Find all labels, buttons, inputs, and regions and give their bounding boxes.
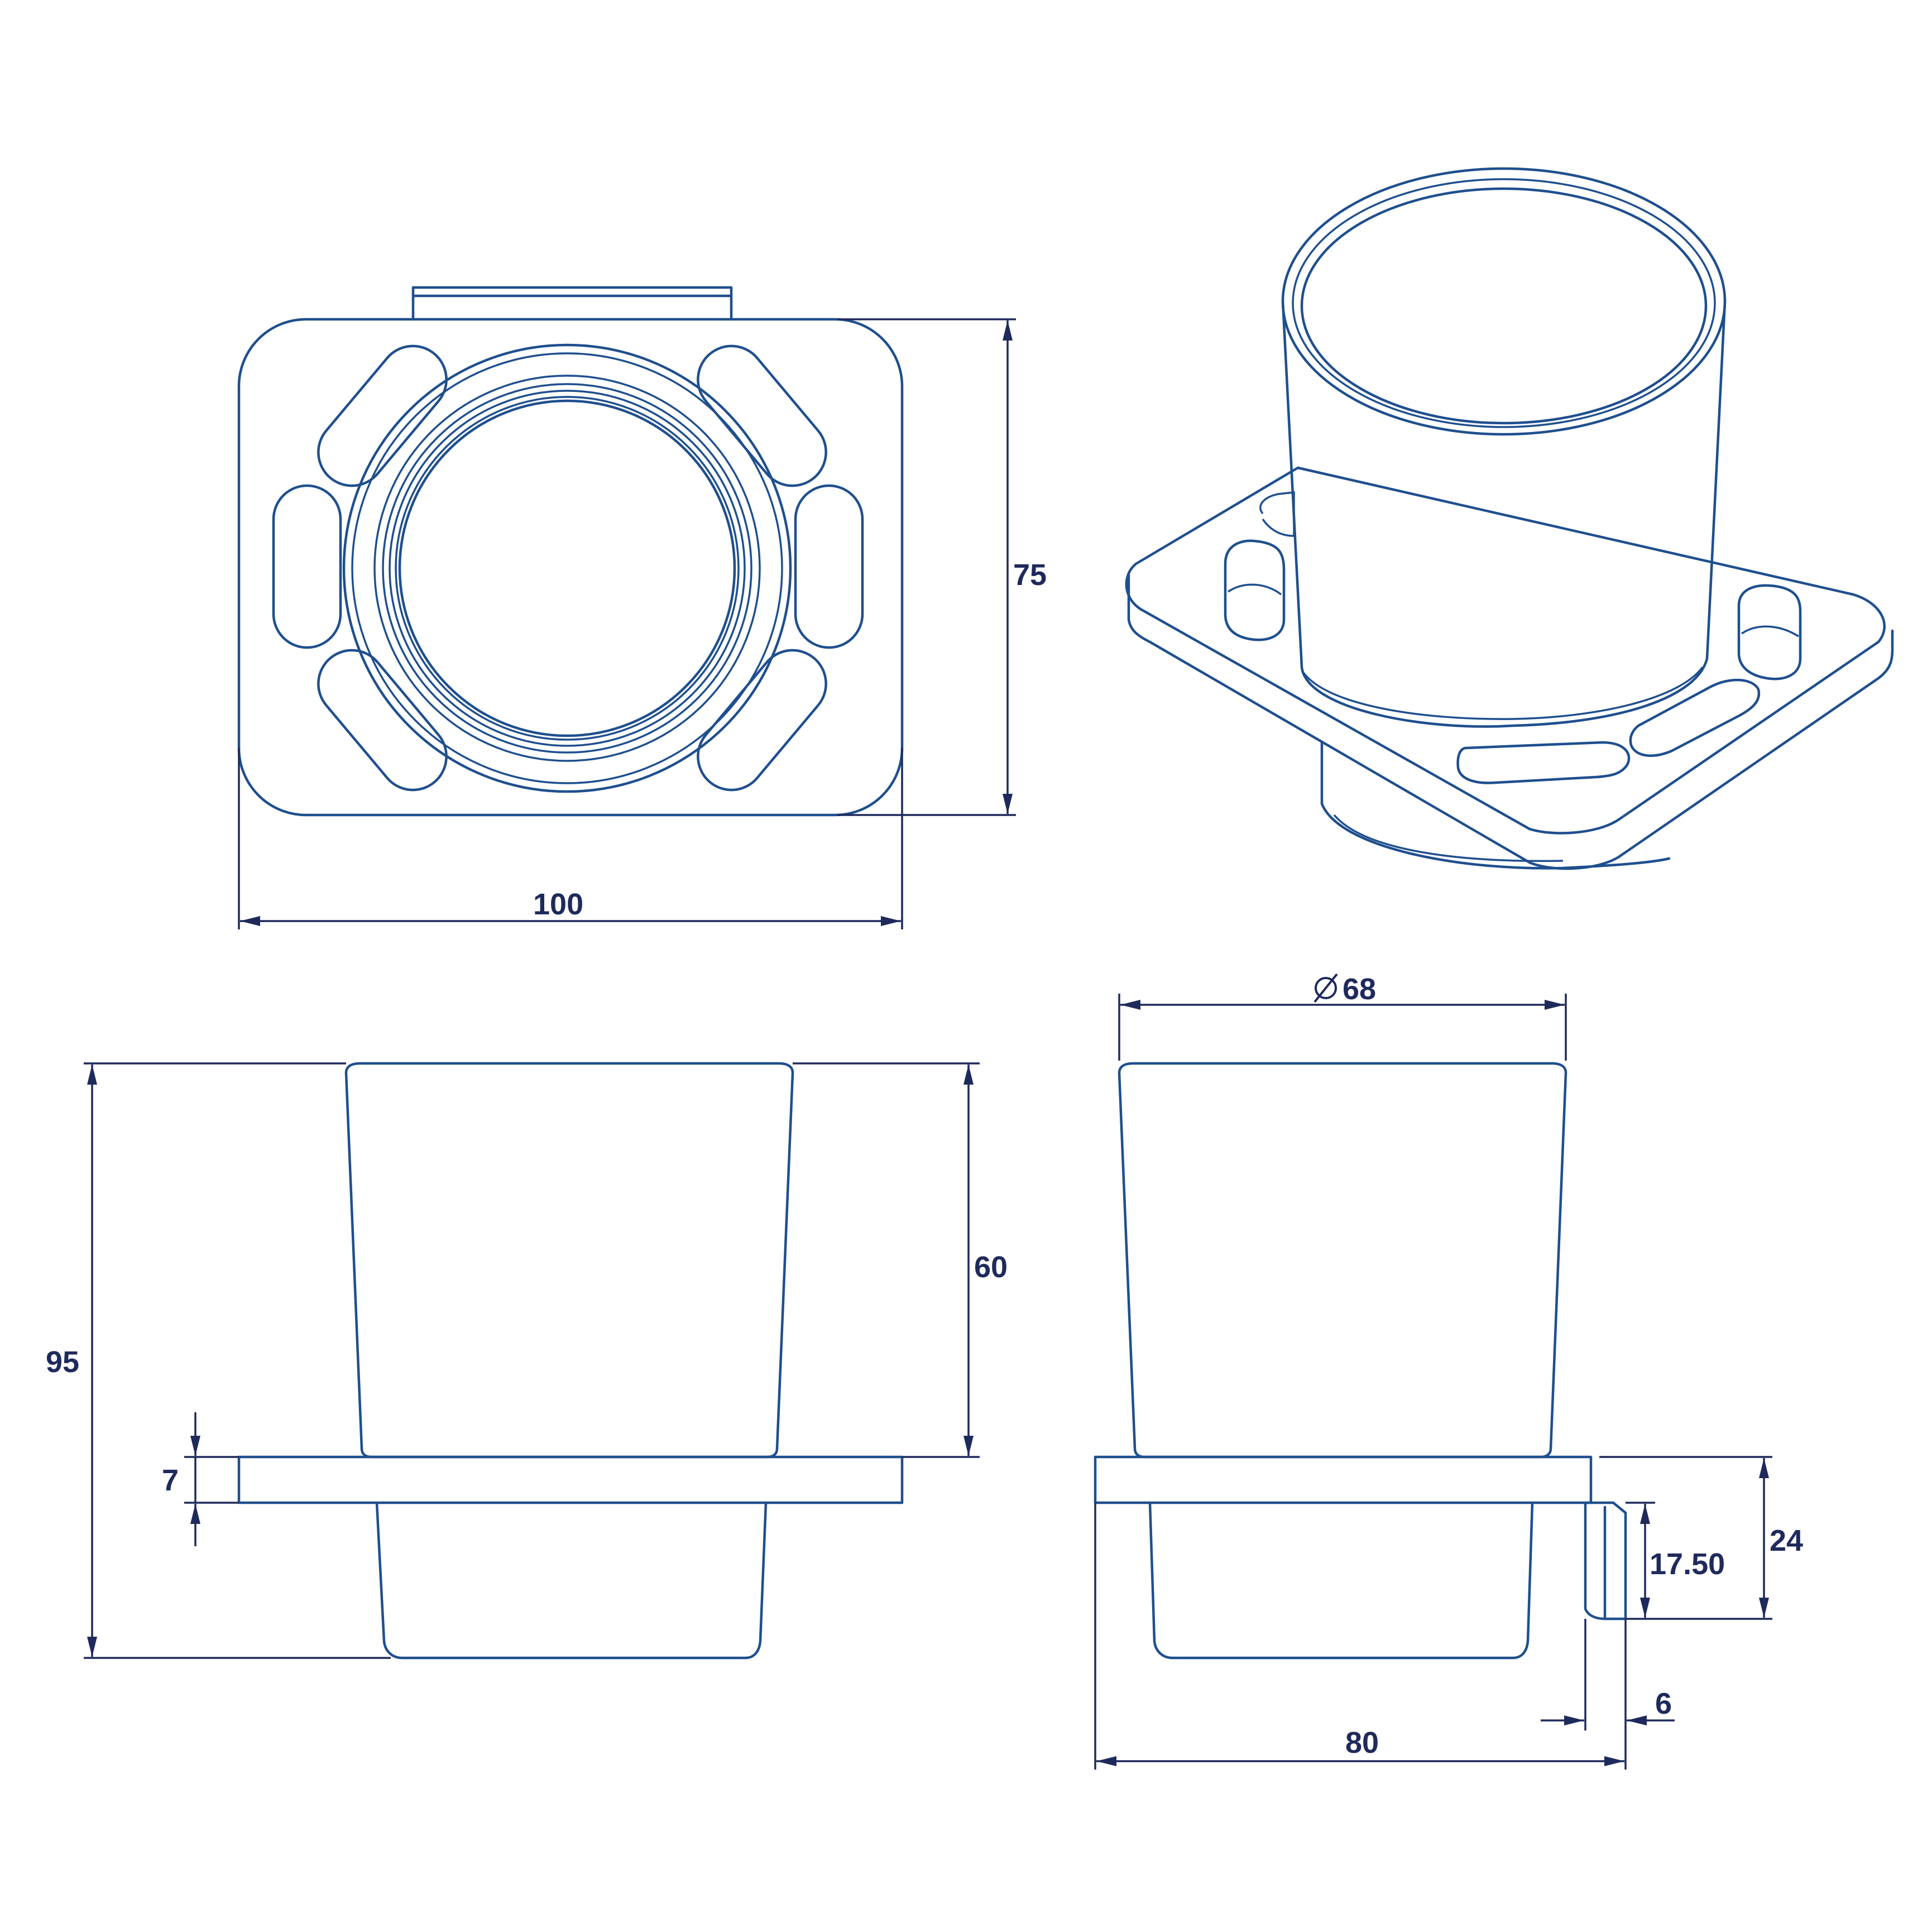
iso-cup-rim-inner [1300, 187, 1708, 425]
dim-75: 75 [837, 318, 1047, 816]
dim-80-label: 80 [1345, 1726, 1379, 1760]
iso-cup-rim-mid [1292, 178, 1716, 428]
dim-6-label: 6 [1655, 1687, 1672, 1720]
front-view-cup [344, 1062, 794, 1459]
dim-24-label: 24 [1770, 1524, 1803, 1557]
front-view-base-plate [237, 1455, 904, 1504]
dim-7-label: 7 [162, 1464, 179, 1497]
diameter-icon [1313, 973, 1338, 1003]
dim-17-50: 17.50 [1626, 1502, 1725, 1618]
iso-bottom-ring [1320, 741, 1671, 870]
dim-100: 100 [238, 748, 903, 929]
dim-17-50-label: 17.50 [1650, 1547, 1725, 1581]
dim-60: 60 [793, 1062, 1008, 1458]
side-view-base-plate [1094, 1455, 1593, 1504]
top-view-screw-slots [272, 344, 864, 792]
top-view-cup-rings [342, 343, 792, 793]
dim-7: 7 [162, 1412, 239, 1546]
iso-cup-body [1281, 300, 1727, 728]
top-view-base-plate [237, 318, 904, 817]
side-view-wall-mount [1584, 1501, 1627, 1621]
dim-95-label: 95 [46, 1345, 79, 1379]
isometric-view [1125, 167, 1894, 870]
side-view: 68 80 24 17.50 6 [1094, 972, 1803, 1770]
top-view: 75 100 [237, 286, 1047, 929]
front-view: 95 60 7 [46, 1062, 1008, 1660]
dim-60-label: 60 [974, 1250, 1008, 1284]
side-view-lower-sleeve [1148, 1501, 1534, 1660]
dim-95: 95 [46, 1062, 391, 1659]
dim-6: 6 [1541, 1619, 1675, 1730]
side-view-cup [1118, 1062, 1567, 1459]
iso-base-plate-edge [1127, 573, 1894, 870]
iso-cup-rim-outer [1281, 167, 1727, 436]
dim-68-label: 68 [1343, 972, 1376, 1006]
top-view-wall-mount-tab [411, 286, 733, 321]
dim-80: 80 [1094, 1503, 1627, 1770]
dim-75-label: 75 [1013, 558, 1047, 592]
iso-base-plate-top [1125, 466, 1886, 835]
dim-100-label: 100 [533, 888, 583, 921]
dim-diameter-68: 68 [1118, 972, 1567, 1061]
front-view-lower-sleeve [375, 1501, 768, 1660]
dim-24: 24 [1599, 1456, 1803, 1620]
